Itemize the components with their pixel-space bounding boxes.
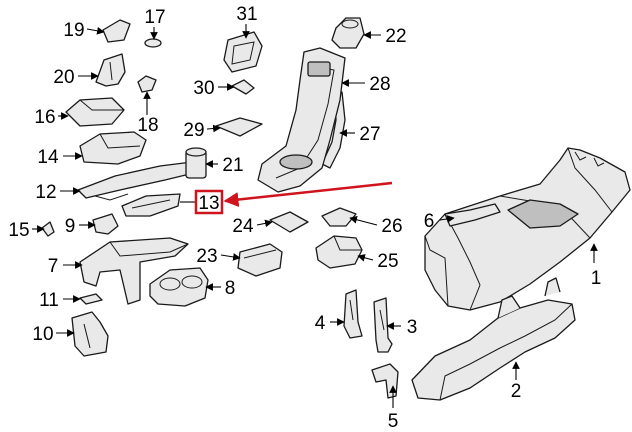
callout-10[interactable]: 10 xyxy=(32,324,53,345)
callout-2[interactable]: 2 xyxy=(511,381,522,402)
part-10-bracket xyxy=(71,311,109,357)
part-9-small-bracket xyxy=(92,213,119,235)
part-2-base-bracket xyxy=(411,277,576,401)
callout-24[interactable]: 24 xyxy=(232,216,254,237)
part-17-button xyxy=(144,38,162,48)
part-18-knob xyxy=(137,75,157,93)
part-27-trim-strip xyxy=(321,91,346,169)
callout-12[interactable]: 12 xyxy=(35,182,56,203)
part-23-tray xyxy=(237,243,283,277)
callout-7[interactable]: 7 xyxy=(48,256,59,277)
callout-labels: 1 2 3 4 5 6 7 8 9 10 11 12 14 15 16 17 1… xyxy=(8,4,601,432)
callout-18[interactable]: 18 xyxy=(137,115,158,136)
callout-15[interactable]: 15 xyxy=(8,220,29,241)
part-13-mat xyxy=(121,193,181,217)
callout-30[interactable]: 30 xyxy=(193,78,214,99)
part-6-trim-strip xyxy=(444,203,501,227)
callout-23[interactable]: 23 xyxy=(196,246,217,267)
part-7-lower-frame xyxy=(79,237,189,305)
callout-6[interactable]: 6 xyxy=(424,211,435,232)
part-29-pad xyxy=(215,117,263,137)
callout-14[interactable]: 14 xyxy=(37,147,59,168)
callout-11[interactable]: 11 xyxy=(39,290,59,311)
part-3-bracket xyxy=(373,297,393,353)
callout-20[interactable]: 20 xyxy=(53,67,74,88)
part-25-bin xyxy=(315,235,363,269)
part-8-cup-holder-insert xyxy=(149,267,209,307)
part-19-cover xyxy=(102,19,131,43)
callout-21[interactable]: 21 xyxy=(222,155,243,176)
part-22-knob xyxy=(331,17,365,49)
part-15-clip xyxy=(41,221,55,237)
callout-3[interactable]: 3 xyxy=(407,317,418,338)
callout-22[interactable]: 22 xyxy=(385,26,406,47)
part-14-bin xyxy=(79,131,147,165)
callout-1[interactable]: 1 xyxy=(591,268,602,289)
part-28-shifter-bezel xyxy=(257,47,346,193)
callout-28[interactable]: 28 xyxy=(369,74,390,95)
part-4-bracket xyxy=(343,289,363,339)
part-26-pad xyxy=(321,207,357,227)
callout-17[interactable]: 17 xyxy=(144,7,165,28)
part-20-bracket xyxy=(95,53,126,87)
part-21-cup xyxy=(185,147,207,179)
highlight-callout-13: 13 xyxy=(180,181,393,215)
callout-4[interactable]: 4 xyxy=(315,313,326,334)
callout-13[interactable]: 13 xyxy=(198,193,219,214)
callout-31[interactable]: 31 xyxy=(236,4,257,25)
leader-lines xyxy=(32,24,598,408)
part-24-pad xyxy=(269,211,309,233)
callout-9[interactable]: 9 xyxy=(65,216,76,237)
callout-19[interactable]: 19 xyxy=(63,20,84,41)
part-5-bracket xyxy=(371,363,399,399)
callout-25[interactable]: 25 xyxy=(377,251,398,272)
callout-8[interactable]: 8 xyxy=(225,278,236,299)
part-16-lid xyxy=(65,97,125,127)
part-31-panel xyxy=(223,31,263,73)
part-30-knob xyxy=(231,79,255,95)
callout-29[interactable]: 29 xyxy=(183,120,204,141)
callout-5[interactable]: 5 xyxy=(388,411,399,432)
part-11-pad xyxy=(79,293,103,305)
callout-26[interactable]: 26 xyxy=(381,216,402,237)
callout-27[interactable]: 27 xyxy=(359,124,380,145)
part-1-console-body xyxy=(424,147,631,311)
callout-16[interactable]: 16 xyxy=(34,107,55,128)
